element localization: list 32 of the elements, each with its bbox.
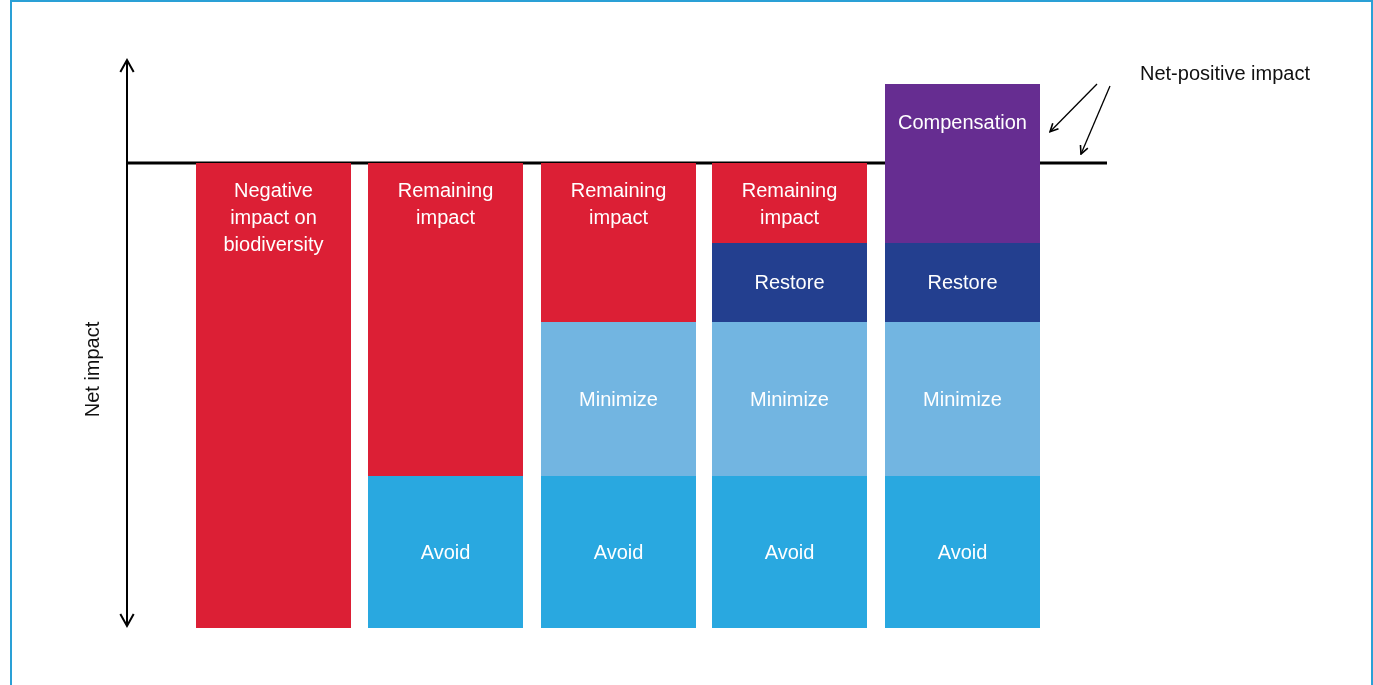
bar-segment	[712, 163, 867, 243]
segment-label: Avoid	[420, 539, 471, 565]
segment-label: Minimize	[579, 386, 658, 412]
bar-segment	[541, 322, 696, 476]
leader-arrow	[1079, 85, 1111, 155]
bar-segment	[541, 476, 696, 628]
segment-label: Avoid	[593, 539, 644, 565]
bar-segment	[712, 322, 867, 476]
bar-segment	[712, 476, 867, 628]
bar-segment	[885, 84, 1040, 243]
segment-label: Restore	[927, 270, 998, 295]
bar-segment	[541, 163, 696, 322]
bar-segment	[712, 243, 867, 322]
segment-label: Remaining impact	[740, 178, 839, 230]
bar-segment	[885, 476, 1040, 628]
segment-label: Remaining impact	[396, 178, 495, 230]
segment-label: Compensation	[898, 110, 1027, 135]
segment-label: Minimize	[750, 386, 829, 412]
bar-segment	[885, 322, 1040, 476]
segment-label: Negative impact on biodiversity	[222, 178, 325, 257]
segment-label: Avoid	[764, 539, 815, 565]
segment-label: Restore	[754, 270, 825, 295]
callout-label: Net-positive impact	[1139, 61, 1311, 86]
bar-segment	[885, 243, 1040, 322]
segment-label: Remaining impact	[569, 178, 668, 230]
axis-label: Net impact	[80, 320, 104, 420]
leader-arrow	[1049, 83, 1098, 133]
segment-label: Minimize	[923, 386, 1002, 412]
segment-label: Avoid	[937, 539, 988, 565]
bar-segment	[196, 163, 351, 628]
bar-segment	[368, 476, 523, 628]
bar-segment	[368, 163, 523, 476]
